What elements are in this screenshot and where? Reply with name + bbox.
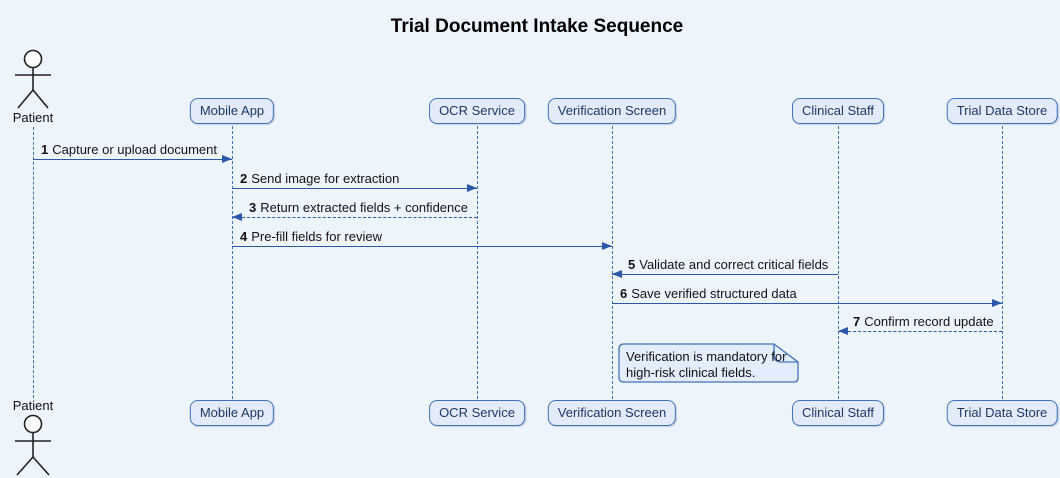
note-icon	[618, 343, 799, 383]
actor-patient-label-top: Patient	[12, 110, 54, 125]
arrowhead-right-icon	[222, 155, 232, 163]
message-4-arrow	[232, 242, 612, 250]
lifeline-patient	[33, 127, 34, 398]
arrowhead-left-icon	[232, 213, 242, 221]
actor-patient-label-bottom: Patient	[12, 398, 54, 413]
arrowhead-right-icon	[602, 242, 612, 250]
message-7-arrow	[838, 327, 1002, 335]
message-6-arrow	[612, 299, 1002, 307]
message-4-number: 4	[240, 229, 248, 244]
arrowhead-left-icon	[612, 270, 622, 278]
actor-patient-icon-bottom	[15, 414, 51, 476]
message-3-number: 3	[249, 200, 257, 215]
participant-verification-screen-top: Verification Screen	[547, 98, 677, 124]
message-3-text: Return extracted fields + confidence	[260, 200, 468, 215]
participant-clinical-staff-top: Clinical Staff	[791, 98, 885, 124]
lifeline-mobile-app	[232, 126, 233, 399]
participant-trial-data-store-bottom: Trial Data Store	[946, 400, 1058, 426]
message-3-arrow	[232, 213, 477, 221]
message-2-arrow	[232, 184, 477, 192]
arrowhead-right-icon	[467, 184, 477, 192]
message-5-arrow	[612, 270, 838, 278]
participant-clinical-staff-bottom: Clinical Staff	[791, 400, 885, 426]
message-1-text: Capture or upload document	[52, 142, 218, 157]
diagram-title: Trial Document Intake Sequence	[390, 16, 684, 37]
message-6-number: 6	[620, 286, 628, 301]
message-1-arrow	[33, 155, 232, 163]
participant-mobile-app-top: Mobile App	[189, 98, 275, 124]
lifeline-ocr-service	[477, 126, 478, 399]
participant-ocr-service-top: OCR Service	[429, 98, 525, 124]
participant-mobile-app-bottom: Mobile App	[189, 400, 275, 426]
message-7-text: Confirm record update	[864, 314, 994, 329]
lifeline-trial-data-store	[1002, 126, 1003, 399]
message-5-text: Validate and correct critical fields	[639, 257, 829, 272]
arrowhead-right-icon	[992, 299, 1002, 307]
message-7-number: 7	[853, 314, 861, 329]
message-1-number: 1	[41, 142, 49, 157]
message-4-text: Pre-fill fields for review	[251, 229, 382, 244]
lifeline-clinical-staff	[838, 126, 839, 399]
message-2-number: 2	[240, 171, 248, 186]
participant-verification-screen-bottom: Verification Screen	[547, 400, 677, 426]
arrowhead-left-icon	[838, 327, 848, 335]
actor-patient-icon-top	[15, 49, 51, 109]
message-6-text: Save verified structured data	[631, 286, 797, 301]
participant-ocr-service-bottom: OCR Service	[429, 400, 525, 426]
participant-trial-data-store-top: Trial Data Store	[946, 98, 1058, 124]
note-text: Verification is mandatory for high-risk …	[626, 349, 787, 380]
message-5-number: 5	[628, 257, 636, 272]
message-2-text: Send image for extraction	[251, 171, 400, 186]
lifeline-verification-screen	[612, 126, 613, 399]
